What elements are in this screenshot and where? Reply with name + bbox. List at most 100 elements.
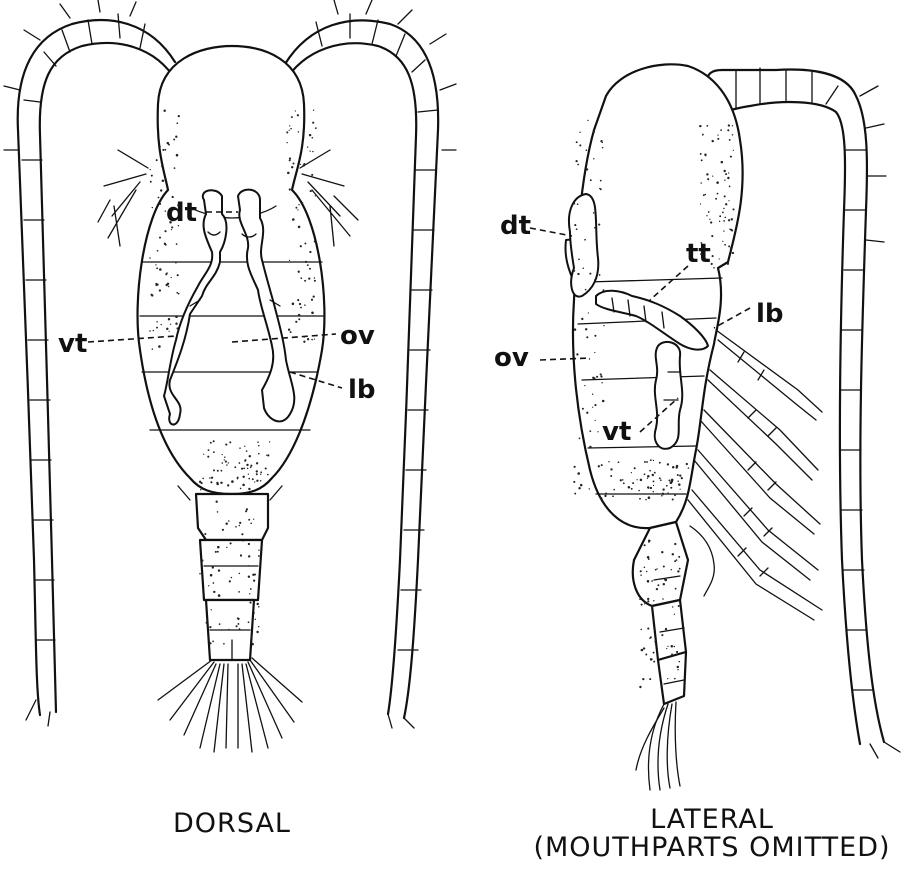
stipple-dot [176,292,178,294]
dorsal-label-ov: ov [340,321,375,351]
stipple-dot [258,626,259,627]
stipple-dot [578,258,580,260]
stipple-dot [254,481,255,482]
stipple-dot [668,479,670,481]
stipple-dot [248,565,249,566]
stipple-dot [671,655,672,656]
stipple-dot [228,520,230,522]
stipple-dot [702,134,704,136]
stipple-dot [229,441,231,443]
stipple-dot [267,454,269,456]
stipple-dot [311,137,313,139]
stipple-dot [252,478,254,480]
stipple-dot [309,150,310,151]
stipple-dot [701,242,703,244]
stipple-dot [303,341,305,343]
stipple-dot [653,485,654,486]
stipple-dot [728,219,730,221]
stipple-dot [679,474,681,476]
stipple-dot [639,498,641,500]
stipple-dot [676,465,679,468]
stipple-dot [256,462,258,464]
stipple-dot [662,488,664,490]
stipple-dot [223,643,225,645]
stipple-dot [248,575,250,577]
stipple-dot [175,315,178,318]
stipple-dot [639,686,641,688]
stipple-dot [700,203,701,204]
stipple-dot [250,588,252,590]
stipple-dot [605,493,607,495]
stipple-dot [675,588,677,590]
stipple-dot [301,202,303,204]
stipple-dot [657,584,659,586]
stipple-dot [251,643,254,646]
dorsal-furcal-setae [158,658,302,752]
dorsal-urosome [178,486,282,660]
stipple-dot [250,465,252,467]
stipple-dot [222,529,224,531]
stipple-dot [632,482,634,484]
stipple-dot [717,134,718,135]
stipple-dot [725,173,727,175]
stipple-dot [653,661,655,663]
stipple-dot [596,376,598,378]
stipple-dot [300,164,301,165]
stipple-dot [248,473,249,474]
stipple-dot [659,462,661,464]
stipple-dot [651,580,653,582]
stipple-dot [674,646,676,648]
stipple-dot [601,382,602,383]
stipple-dot [176,243,178,245]
stipple-dot [176,154,179,157]
stipple-dot [594,227,596,229]
stipple-dot [579,144,581,146]
stipple-dot [655,569,657,571]
stipple-dot [159,268,162,271]
stipple-dot [161,324,162,325]
stipple-dot [664,579,666,581]
stipple-dot [700,253,702,255]
stipple-dot [209,642,211,644]
stipple-dot [640,479,643,482]
stipple-dot [226,464,228,466]
stipple-dot [254,612,255,613]
stipple-dot [600,497,602,499]
stipple-dot [654,472,656,474]
stipple-dot [716,181,719,184]
stipple-dot [653,600,654,601]
stipple-dot [634,467,636,469]
stipple-dot [670,487,672,489]
stipple-dot [717,193,719,195]
stipple-dot [304,280,306,282]
stipple-dot [289,260,290,261]
stipple-dot [601,464,603,466]
stipple-dot [573,202,575,204]
stipple-dot [297,114,299,116]
stipple-dot [231,480,234,483]
stipple-dot [260,480,262,482]
stipple-dot [174,167,176,169]
stipple-dot [653,480,655,482]
stipple-dot [229,580,231,582]
stipple-dot [603,289,605,291]
stipple-dot [647,475,650,478]
stipple-dot [732,125,733,126]
stipple-dot [653,460,654,461]
stipple-dot [724,244,726,246]
stipple-dot [200,489,201,490]
stipple-dot [178,115,180,117]
stipple-dot [602,147,603,148]
stipple-dot [651,606,653,608]
stipple-dot [258,606,260,608]
stipple-dot [631,472,632,473]
stipple-dot [289,125,290,126]
stipple-dot [723,220,725,222]
stipple-dot [731,218,733,220]
dorsal-label-vt: vt [58,329,87,359]
stipple-dot [577,472,580,475]
stipple-dot [650,658,653,661]
stipple-dot [297,209,298,210]
stipple-dot [667,678,668,679]
stipple-dot [212,641,214,643]
